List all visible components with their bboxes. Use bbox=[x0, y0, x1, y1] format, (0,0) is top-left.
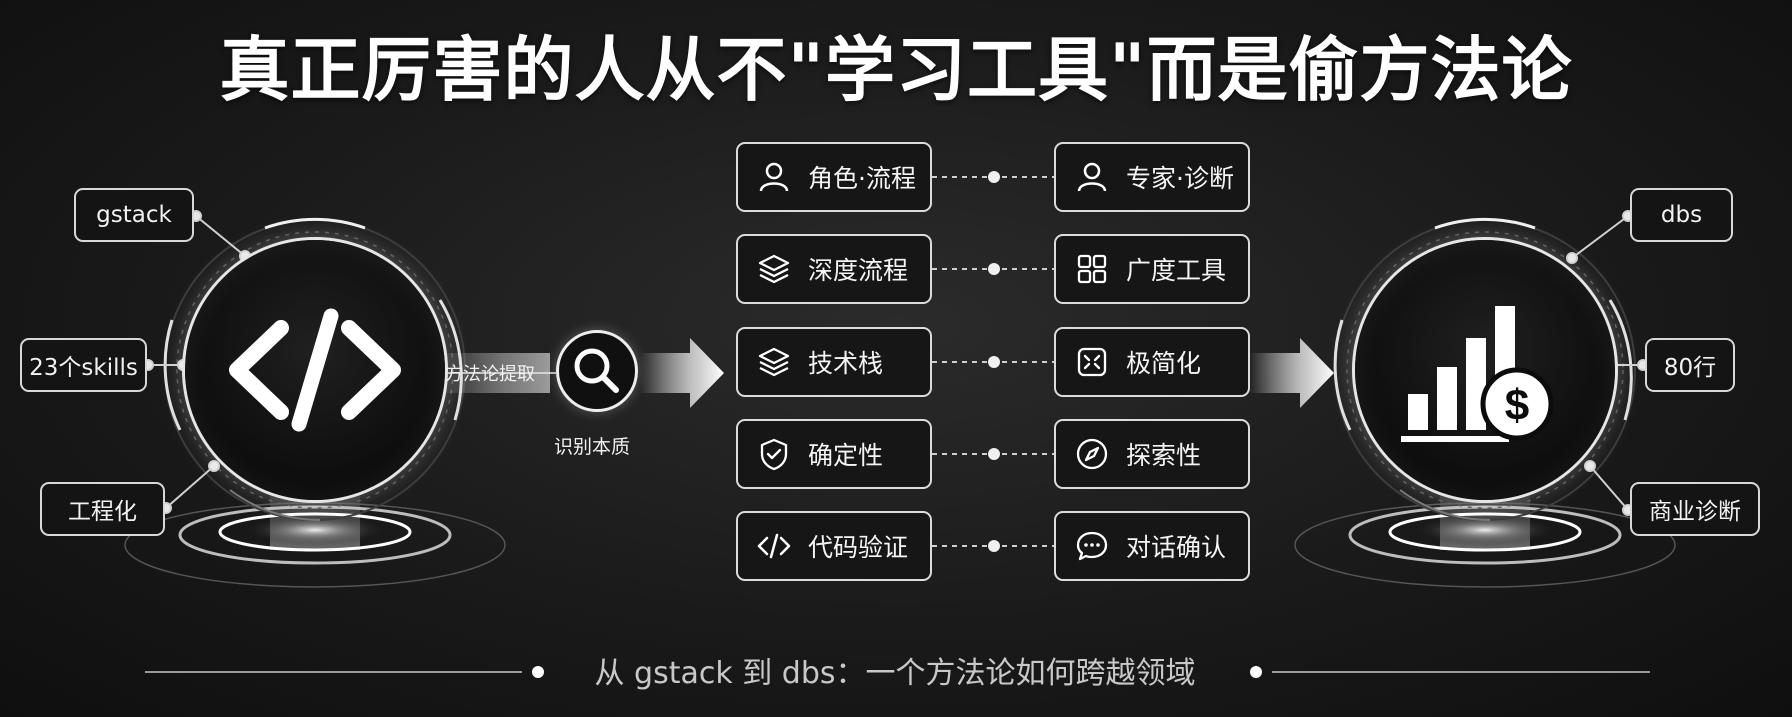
extract-arrow bbox=[432, 353, 556, 393]
minimize-icon bbox=[1077, 347, 1107, 377]
subtitle-dividers bbox=[145, 666, 1650, 678]
label-gstack: gstack bbox=[74, 188, 194, 242]
layers-icon bbox=[758, 254, 790, 284]
row-3-left: 技术栈 bbox=[736, 327, 932, 397]
label-80-lines: 80行 bbox=[1645, 338, 1735, 392]
row-1-left: 角色·流程 bbox=[736, 142, 932, 212]
code-icon bbox=[757, 533, 791, 559]
svg-text:$: $ bbox=[1505, 381, 1529, 430]
row-1-left-label: 角色·流程 bbox=[808, 164, 916, 193]
row-5-right-label: 对话确认 bbox=[1126, 533, 1227, 562]
row-5-left-label: 代码验证 bbox=[808, 533, 909, 562]
row-3-left-label: 技术栈 bbox=[808, 349, 884, 378]
row-connectors bbox=[932, 171, 1054, 552]
right-label-connectors bbox=[1566, 210, 1649, 516]
row-4-right-label: 探索性 bbox=[1126, 441, 1202, 470]
right-hub-circle: $ bbox=[1355, 240, 1615, 500]
chat-bubble-icon bbox=[1076, 531, 1108, 561]
row-2-left-label: 深度流程 bbox=[808, 256, 909, 285]
row-4-left: 确定性 bbox=[736, 419, 932, 489]
label-dbs: dbs bbox=[1630, 188, 1733, 242]
row-5-right: 对话确认 bbox=[1054, 511, 1250, 581]
compass-icon bbox=[1076, 438, 1108, 470]
layers-icon bbox=[758, 347, 790, 377]
label-business-diagnosis: 商业诊断 bbox=[1630, 482, 1760, 536]
right-hub-rings bbox=[1333, 217, 1636, 521]
row-2-right-label: 广度工具 bbox=[1126, 256, 1227, 285]
left-hub-circle bbox=[185, 240, 445, 500]
row-1-right: 专家·诊断 bbox=[1054, 142, 1250, 212]
label-engineering: 工程化 bbox=[40, 482, 165, 536]
shield-check-icon bbox=[760, 438, 788, 471]
subtitle: 从 gstack 到 dbs：一个方法论如何跨越领域 bbox=[594, 656, 1196, 691]
search-icon bbox=[574, 348, 619, 393]
user-icon bbox=[759, 162, 789, 192]
page-title: 真正厉害的人从不"学习工具"而是偷方法论 bbox=[219, 29, 1573, 111]
row-5-left: 代码验证 bbox=[736, 511, 932, 581]
bar-chart-dollar-icon: $ bbox=[1401, 306, 1554, 442]
essence-label: 识别本质 bbox=[553, 436, 630, 458]
row-4-right: 探索性 bbox=[1054, 419, 1250, 489]
row-1-right-label: 专家·诊断 bbox=[1126, 164, 1234, 193]
row-3-right-label: 极简化 bbox=[1126, 349, 1202, 378]
row-2-right: 广度工具 bbox=[1054, 234, 1250, 304]
label-23-skills: 23个skills bbox=[20, 338, 147, 392]
grid-icon bbox=[1077, 254, 1107, 284]
to-right-hub-arrow bbox=[1250, 338, 1334, 408]
extract-label: 方法论提取 bbox=[445, 364, 535, 385]
to-middle-arrow bbox=[640, 338, 724, 408]
user-icon bbox=[1077, 162, 1107, 192]
search-circle bbox=[556, 330, 638, 412]
row-2-left: 深度流程 bbox=[736, 234, 932, 304]
code-brackets-icon bbox=[229, 308, 401, 432]
row-3-right: 极简化 bbox=[1054, 327, 1250, 397]
row-4-left-label: 确定性 bbox=[808, 441, 884, 470]
